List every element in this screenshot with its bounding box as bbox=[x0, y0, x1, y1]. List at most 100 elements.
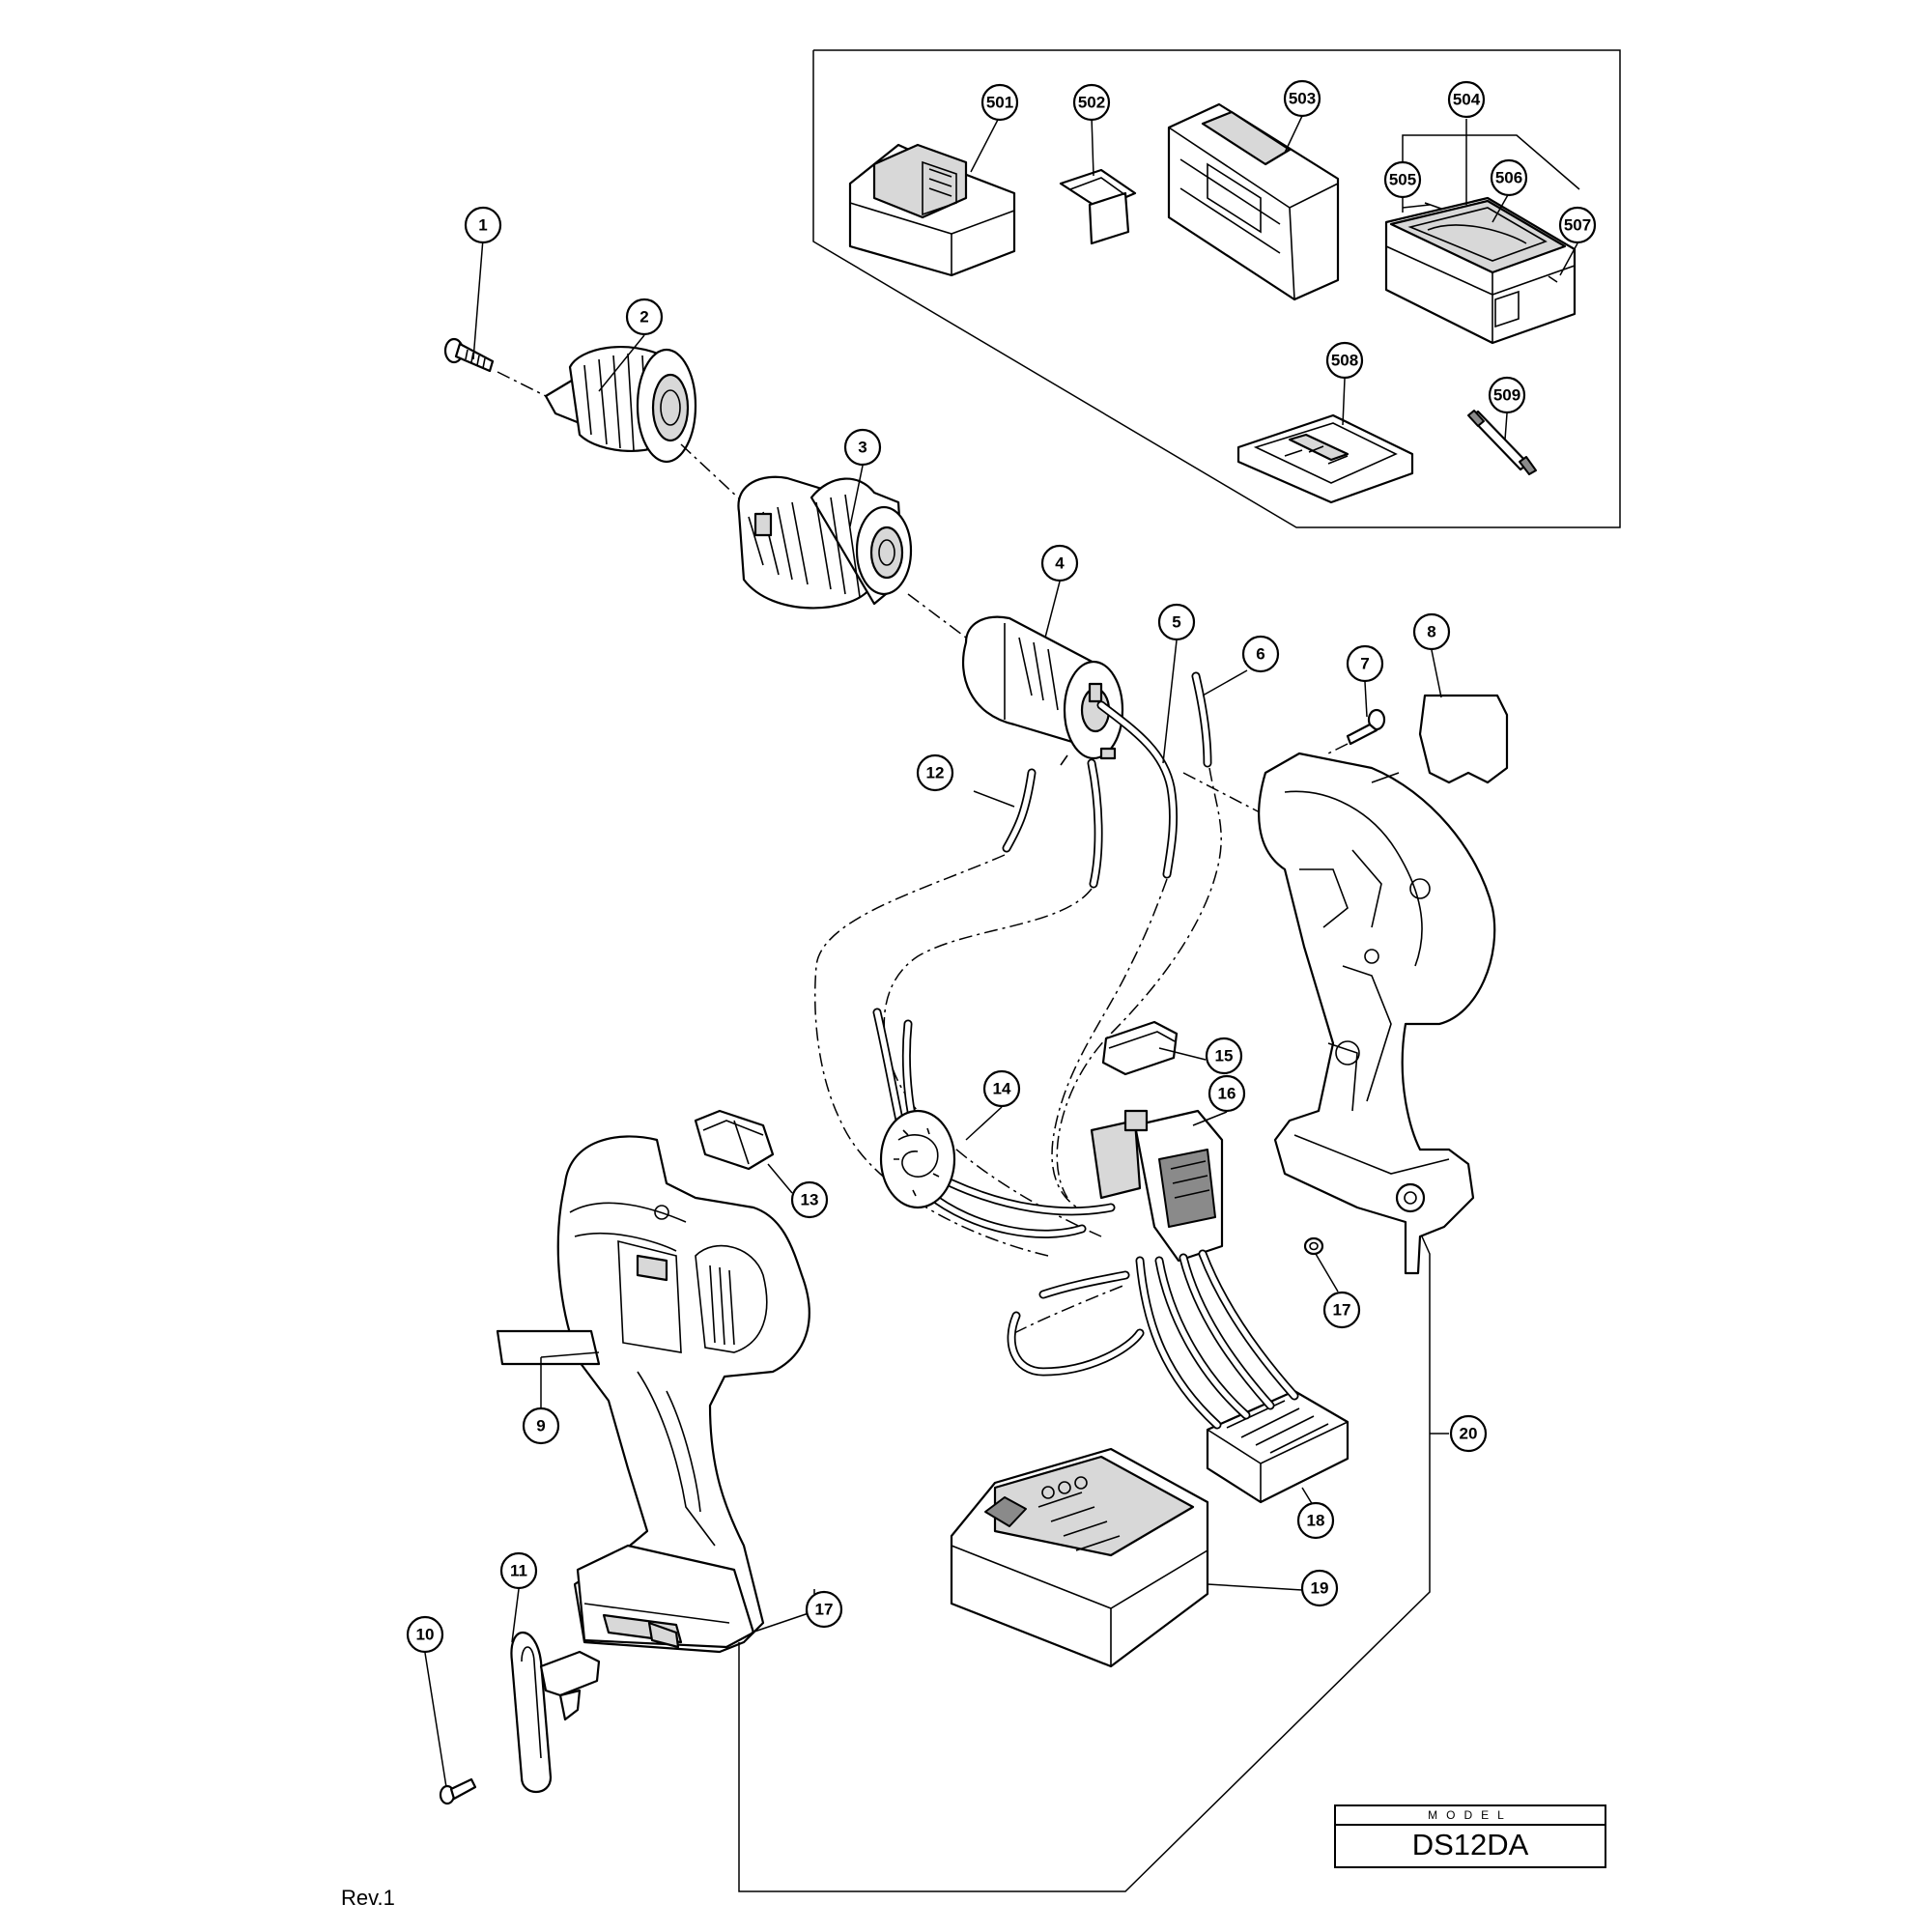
callout-18: 18 bbox=[1296, 1501, 1335, 1540]
motor-part-4 bbox=[962, 615, 1124, 766]
nut-part-17-right bbox=[1303, 1236, 1324, 1256]
svg-text:2: 2 bbox=[639, 308, 648, 327]
model-label: MODEL bbox=[1428, 1808, 1513, 1822]
revision-label: Rev.1 bbox=[341, 1886, 395, 1910]
pin-505 bbox=[1424, 202, 1442, 210]
driver-bit-part-509 bbox=[1467, 410, 1537, 475]
wire-lower-left bbox=[1038, 1270, 1130, 1299]
carrying-case-part-503 bbox=[1167, 102, 1340, 301]
callout-11: 11 bbox=[499, 1551, 538, 1590]
svg-text:15: 15 bbox=[1215, 1047, 1234, 1065]
callout-4: 4 bbox=[1040, 544, 1079, 582]
screw-part-10 bbox=[439, 1777, 477, 1805]
svg-text:503: 503 bbox=[1289, 90, 1316, 108]
wire-to-switch-b bbox=[923, 1188, 1087, 1238]
callout-14: 14 bbox=[982, 1069, 1021, 1108]
lever-part-15 bbox=[1101, 1020, 1179, 1076]
callout-17-left: 17 bbox=[805, 1590, 843, 1629]
svg-text:501: 501 bbox=[986, 94, 1013, 112]
svg-text:10: 10 bbox=[416, 1626, 435, 1644]
callout-12: 12 bbox=[916, 753, 954, 792]
accessories-panel-outline bbox=[812, 49, 1621, 528]
svg-text:4: 4 bbox=[1055, 554, 1065, 573]
callout-507: 507 bbox=[1558, 206, 1597, 244]
callout-505: 505 bbox=[1383, 160, 1422, 199]
callout-1: 1 bbox=[464, 206, 502, 244]
model-divider bbox=[1336, 1824, 1605, 1826]
callout-508: 508 bbox=[1325, 341, 1364, 380]
wire-part-12 bbox=[1002, 768, 1037, 853]
callout-13: 13 bbox=[790, 1180, 829, 1219]
svg-text:11: 11 bbox=[510, 1562, 527, 1580]
charger-part-501 bbox=[848, 143, 1016, 277]
callout-20: 20 bbox=[1449, 1414, 1488, 1453]
axis-line-4-20 bbox=[1182, 772, 1264, 815]
belt-hook-part-11 bbox=[510, 1632, 601, 1793]
housing-left-assembly bbox=[556, 1135, 810, 1654]
callout-8: 8 bbox=[1412, 612, 1451, 651]
svg-text:502: 502 bbox=[1078, 94, 1105, 112]
callout-2: 2 bbox=[625, 298, 664, 336]
motor-lead-wire bbox=[1087, 758, 1103, 889]
leader-lines bbox=[424, 115, 1580, 1892]
svg-text:12: 12 bbox=[926, 764, 945, 782]
callout-509: 509 bbox=[1488, 376, 1526, 414]
svg-text:17: 17 bbox=[815, 1601, 834, 1619]
callout-502: 502 bbox=[1072, 83, 1111, 122]
wire-route-6 bbox=[1056, 767, 1222, 1199]
label-part-9 bbox=[496, 1329, 601, 1366]
wire-bottom-loop bbox=[1007, 1311, 1145, 1377]
svg-text:5: 5 bbox=[1172, 613, 1180, 632]
model-name: DS12DA bbox=[1411, 1828, 1529, 1861]
pin-507 bbox=[1548, 275, 1558, 283]
housing-part-20 bbox=[1258, 752, 1496, 1275]
svg-text:16: 16 bbox=[1218, 1085, 1236, 1103]
wire-part-5 bbox=[1096, 700, 1179, 879]
label-part-8 bbox=[1418, 694, 1509, 784]
svg-text:20: 20 bbox=[1460, 1425, 1478, 1443]
leader-nut-left bbox=[751, 1610, 815, 1634]
keyless-chuck-part-2 bbox=[544, 346, 697, 464]
callout-501: 501 bbox=[980, 83, 1019, 122]
axis-line-1-2 bbox=[497, 371, 547, 397]
svg-text:14: 14 bbox=[993, 1080, 1011, 1098]
wire-part-6 bbox=[1191, 671, 1212, 768]
hook-part-502 bbox=[1059, 168, 1137, 245]
svg-text:6: 6 bbox=[1256, 645, 1264, 664]
screw-part-7 bbox=[1346, 708, 1386, 746]
svg-text:509: 509 bbox=[1493, 386, 1520, 405]
callout-15: 15 bbox=[1205, 1037, 1243, 1075]
svg-text:507: 507 bbox=[1564, 216, 1591, 235]
svg-text:8: 8 bbox=[1427, 623, 1435, 641]
noise-suppressor-part-14 bbox=[879, 1109, 956, 1209]
callout-10: 10 bbox=[406, 1615, 444, 1654]
svg-text:7: 7 bbox=[1360, 655, 1369, 673]
terminal-part-18 bbox=[1206, 1389, 1350, 1504]
switch-part-16 bbox=[1090, 1109, 1224, 1263]
svg-text:508: 508 bbox=[1331, 352, 1358, 370]
gear-case-part-3 bbox=[737, 475, 913, 610]
svg-text:3: 3 bbox=[858, 439, 867, 457]
screw-part-1 bbox=[443, 337, 495, 373]
axis-line-3-4 bbox=[907, 593, 967, 639]
svg-text:19: 19 bbox=[1311, 1579, 1329, 1598]
case-inlay-part-508 bbox=[1236, 413, 1414, 504]
wire-route-12 bbox=[813, 854, 1049, 1257]
cover-part-13 bbox=[694, 1109, 775, 1171]
svg-text:505: 505 bbox=[1389, 171, 1416, 189]
battery-part-19 bbox=[950, 1447, 1209, 1668]
callout-504: 504 bbox=[1447, 80, 1486, 119]
svg-text:13: 13 bbox=[801, 1191, 819, 1209]
model-box: MODEL DS12DA bbox=[1334, 1804, 1606, 1868]
callout-503: 503 bbox=[1283, 79, 1321, 118]
callout-6: 6 bbox=[1241, 635, 1280, 673]
svg-text:9: 9 bbox=[536, 1417, 545, 1435]
callout-7: 7 bbox=[1346, 644, 1384, 683]
wire-to-switch-a bbox=[947, 1179, 1116, 1216]
callout-19: 19 bbox=[1300, 1569, 1339, 1607]
callout-16: 16 bbox=[1208, 1074, 1246, 1113]
system-case-part-504 bbox=[1384, 196, 1577, 345]
callout-5: 5 bbox=[1157, 603, 1196, 641]
callout-506: 506 bbox=[1490, 158, 1528, 197]
